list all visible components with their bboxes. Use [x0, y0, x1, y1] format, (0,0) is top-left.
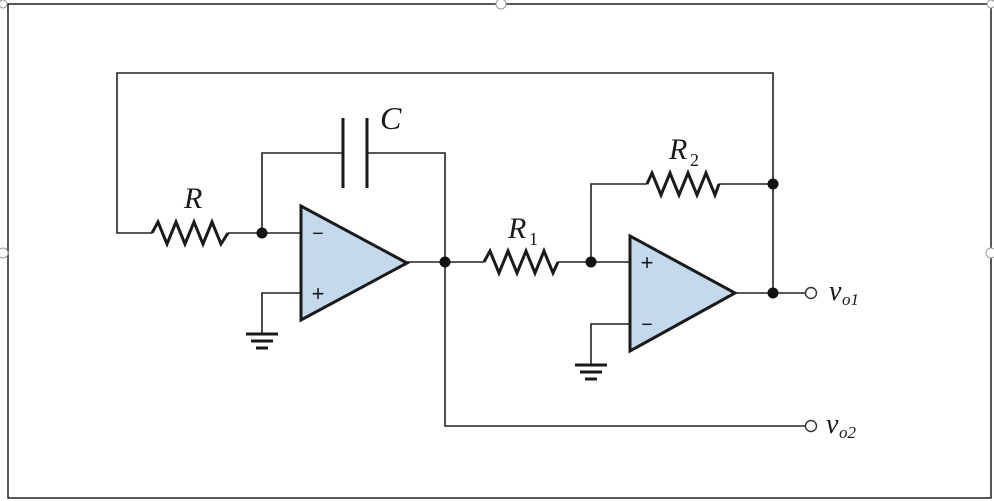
wire-cap-right	[367, 152, 446, 262]
resistor-r1-label: R 1	[507, 212, 538, 249]
feedback-wire	[116, 72, 774, 234]
output-vo1-main: v	[829, 276, 842, 307]
output-vo1-sub: o1	[842, 290, 859, 309]
resistor-r-label: R	[183, 182, 202, 215]
output-label-vo1: v o1	[829, 276, 859, 309]
resize-handle-top[interactable]	[495, 0, 507, 10]
opamp2-inverting-sign: −	[641, 314, 653, 336]
junction-node-b	[439, 256, 451, 268]
junction-node-e	[767, 287, 779, 299]
junction-node-a	[256, 227, 268, 239]
resistor-r2-label-main: R	[668, 133, 687, 166]
terminal-vo2[interactable]	[804, 419, 818, 433]
resistor-r1-label-main: R	[507, 212, 526, 245]
junction-node-d	[767, 178, 779, 190]
output-vo2-main: v	[826, 409, 839, 440]
ground-symbol-2	[575, 363, 607, 381]
resistor-r1	[482, 247, 560, 277]
output-vo2-sub: o2	[839, 423, 857, 442]
output-label-vo2: v o2	[826, 409, 857, 442]
resize-handle-left[interactable]	[0, 247, 9, 259]
resize-handle-top-left[interactable]	[0, 0, 8, 9]
resistor-r2-label: R 2	[668, 133, 699, 170]
junction-node-c	[585, 256, 597, 268]
resistor-r1-label-sub: 1	[529, 229, 538, 249]
ground-symbol-1	[246, 332, 278, 350]
opamp-2: + −	[628, 233, 739, 354]
resistor-r2	[645, 169, 721, 200]
capacitor-label: C	[380, 100, 402, 136]
wire-opamp1-ground	[261, 292, 301, 333]
resize-handle-top-right[interactable]	[986, 0, 994, 9]
opamp1-noninverting-sign: +	[312, 281, 325, 306]
opamp1-inverting-sign: −	[312, 223, 324, 245]
resistor-r2-label-sub: 2	[690, 150, 699, 170]
opamp-1: − +	[299, 203, 411, 323]
wire-vo2	[444, 262, 805, 427]
capacitor	[341, 118, 369, 188]
resistor-r	[150, 218, 230, 248]
wires	[116, 72, 805, 427]
resize-handle-right[interactable]	[985, 247, 994, 259]
wire-r2-left	[590, 183, 647, 262]
wire-cap-left	[261, 152, 343, 233]
terminal-vo1[interactable]	[804, 286, 818, 300]
wire-opamp2-ground	[590, 323, 630, 364]
opamp2-noninverting-sign: +	[641, 250, 654, 275]
